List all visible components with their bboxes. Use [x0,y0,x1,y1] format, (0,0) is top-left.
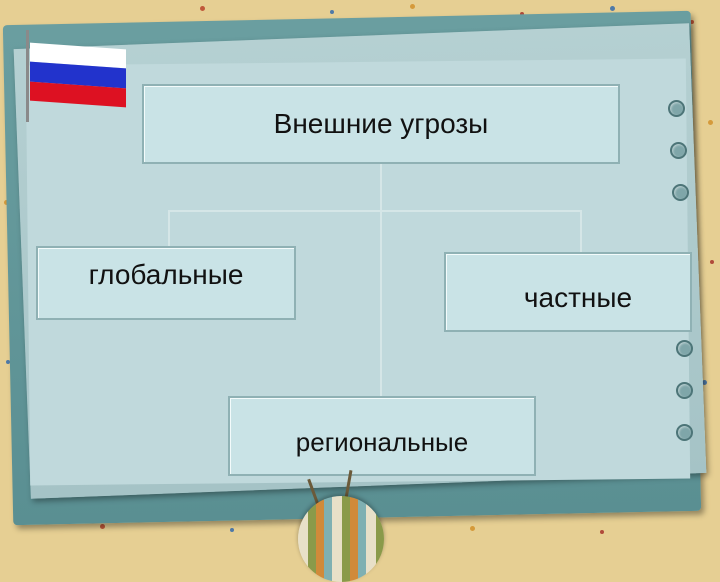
node-global-box: глобальные [36,246,296,320]
binder-hole [676,382,693,399]
node-private-box: частные [444,252,692,332]
binder-hole [672,184,689,201]
node-regional-label: региональные [295,426,469,457]
binder-hole [668,100,685,117]
diagram-title: Внешние угрозы [273,108,489,139]
node-regional-box: региональные [228,396,536,476]
diagram-title-box: Внешние угрозы [142,84,620,164]
binder-hole [676,340,693,357]
binder-hole [670,142,687,159]
node-private-label: частные [523,282,633,313]
flag-pole [26,30,29,122]
russian-flag-icon [30,42,126,108]
binder-hole [676,424,693,441]
decorative-ball-icon [298,496,384,582]
node-global-label: глобальные [88,259,244,290]
